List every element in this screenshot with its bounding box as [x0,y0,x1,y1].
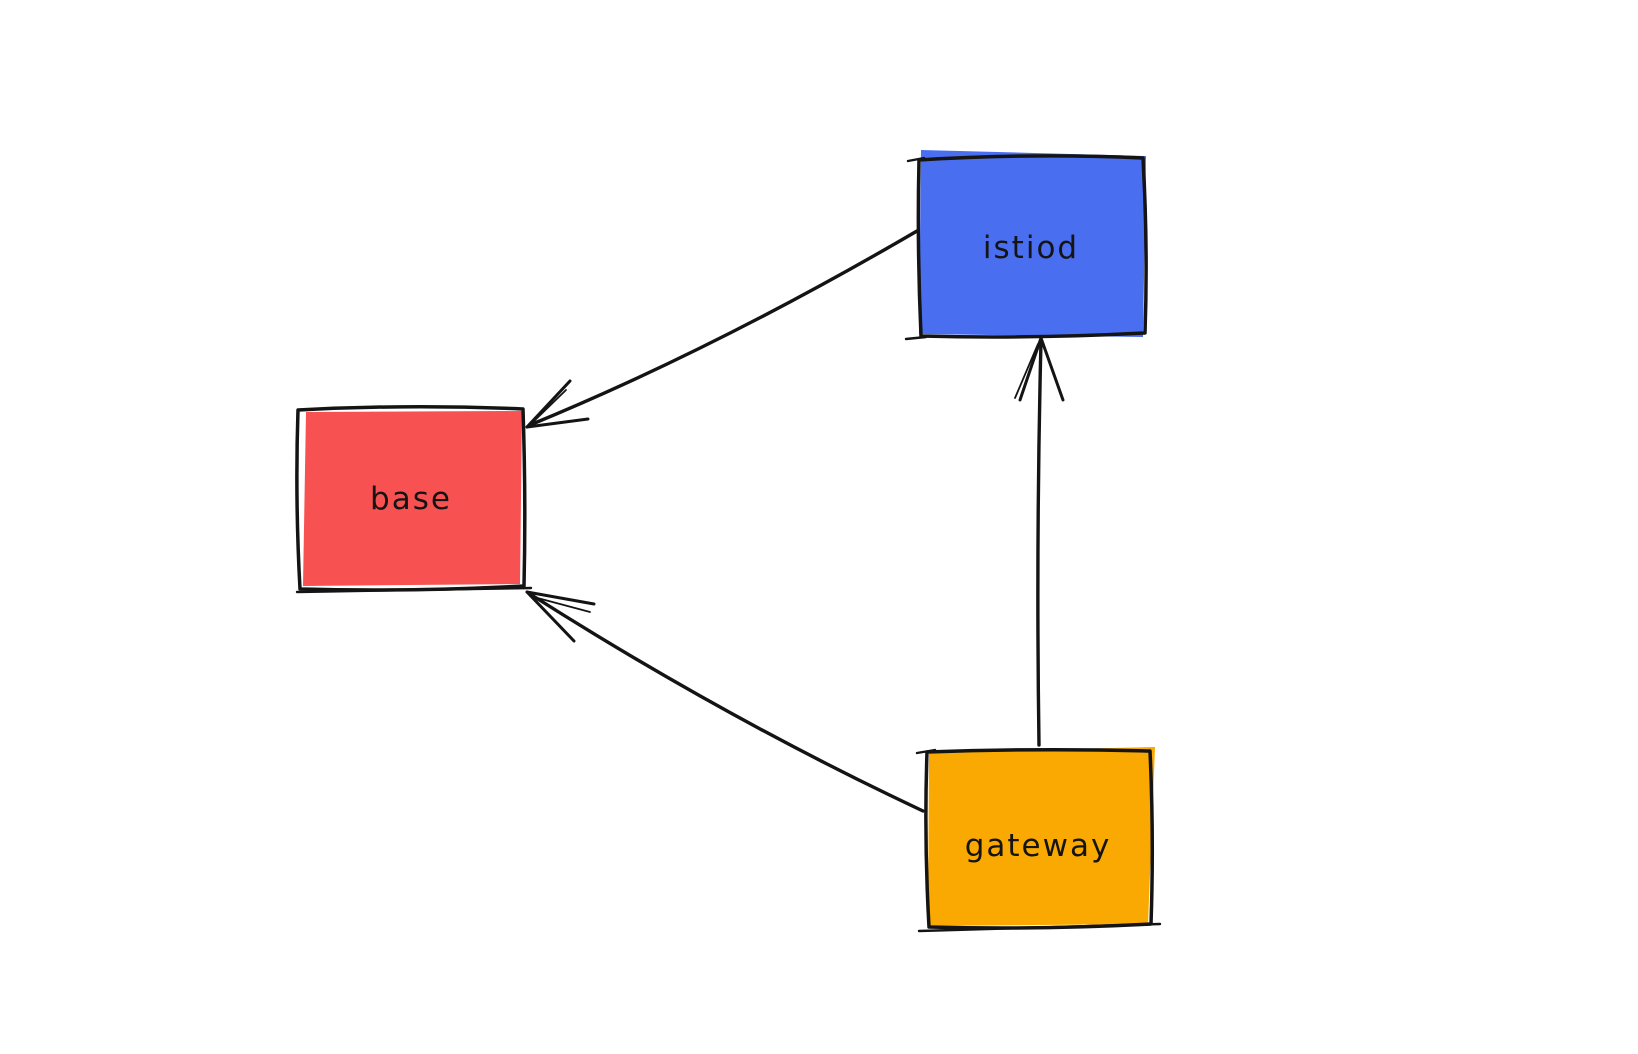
node-gateway: gateway [915,747,1162,933]
node-istiod: istiod [904,150,1148,341]
arrow-head-wing-double [529,595,591,613]
arrow-shaft [528,592,925,813]
node-istiod-sketch-accent [904,335,928,341]
node-gateway-label: gateway [965,828,1112,864]
node-istiod-label: istiod [983,230,1079,266]
arrow-head-wing-double [1014,343,1039,399]
node-gateway-fill [928,747,1155,926]
node-gateway-sketch-accent [917,922,1162,933]
arrow-head-wing [525,590,596,606]
node-gateway-sketch-accent [915,748,937,755]
node-base-sketch-accent [295,586,533,594]
arrow-shaft [528,229,919,427]
node-base-border [295,404,527,592]
arrow-head-wing [525,417,590,429]
edge-istiod-to-base [525,229,919,429]
arrow-head-wing [1039,336,1065,402]
node-base-label: base [370,481,452,517]
node-base-fill [303,411,522,586]
edge-gateway-to-istiod [1014,336,1065,747]
arrow-head-wing [525,379,572,429]
node-istiod-sketch-accent [906,156,926,163]
node-istiod-fill [919,150,1146,337]
arrow-head-wing [525,590,576,643]
arrow-shaft [1036,339,1043,747]
arrow-head-wing-double [529,389,567,426]
node-istiod-border [916,154,1148,339]
node-base: base [295,404,533,594]
arrow-head-wing [1018,336,1043,402]
edge-gateway-to-base [525,590,925,813]
